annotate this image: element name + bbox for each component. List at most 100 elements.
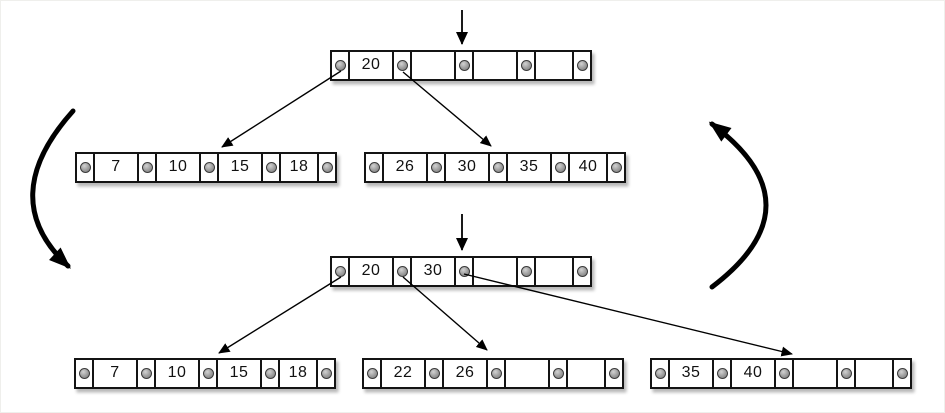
key-cell: [534, 50, 574, 81]
pointer-slot: [454, 256, 474, 287]
pointer-slot: [550, 152, 570, 183]
pointer-dot-icon: [396, 266, 408, 277]
pointer-dot-icon: [778, 368, 790, 379]
key-cell: 20: [348, 256, 394, 287]
pointer-slot: [199, 152, 219, 183]
key-cell: [854, 358, 894, 389]
child-pointer-arrow-icon: [221, 70, 342, 148]
pointer-dot-icon: [203, 162, 215, 173]
pointer-dot-icon: [78, 368, 90, 379]
pointer-slot: [486, 358, 506, 389]
child-pointer-arrow-icon: [402, 276, 488, 351]
key-cell: 15: [217, 152, 263, 183]
pointer-slot: [454, 50, 474, 81]
key-cell: 40: [730, 358, 776, 389]
pointer-slot: [362, 358, 382, 389]
pointer-dot-icon: [202, 368, 214, 379]
pointer-dot-icon: [576, 266, 588, 277]
pointer-slot: [75, 152, 95, 183]
pointer-dot-icon: [428, 368, 440, 379]
key-cell: 30: [444, 152, 490, 183]
pointer-dot-icon: [140, 368, 152, 379]
key-cell: 26: [442, 358, 488, 389]
key-cell: 7: [93, 152, 139, 183]
pointer-dot-icon: [716, 368, 728, 379]
key-cell: 35: [506, 152, 552, 183]
key-cell: 7: [92, 358, 138, 389]
key-cell: 30: [410, 256, 456, 287]
pointer-slot: [516, 50, 536, 81]
key-cell: 15: [216, 358, 262, 389]
pointer-dot-icon: [430, 162, 442, 173]
pointer-slot: [774, 358, 794, 389]
pointer-dot-icon: [265, 162, 277, 173]
pointer-dot-icon: [492, 162, 504, 173]
btree-node-after-root: 20 30: [330, 256, 592, 287]
pointer-slot: [426, 152, 446, 183]
key-cell: 20: [348, 50, 394, 81]
key-cell: [410, 50, 456, 81]
key-cell: 26: [382, 152, 428, 183]
key-cell: [504, 358, 550, 389]
pointer-slot: [136, 358, 156, 389]
btree-node-before-child-0: 7 10 15 18: [75, 152, 337, 183]
child-pointer-arrow-icon: [218, 276, 342, 354]
pointer-dot-icon: [576, 60, 588, 71]
pointer-dot-icon: [458, 266, 470, 277]
pointer-slot: [572, 256, 592, 287]
child-pointer-arrow-icon: [402, 71, 492, 147]
key-cell: 10: [155, 152, 201, 183]
pointer-dot-icon: [334, 60, 346, 71]
key-cell: 10: [154, 358, 200, 389]
pointer-dot-icon: [321, 162, 333, 173]
pointer-dot-icon: [896, 368, 908, 379]
curved-arrow-up-icon: [708, 121, 769, 290]
pointer-dot-icon: [79, 162, 91, 173]
key-cell: 18: [279, 152, 319, 183]
pointer-dot-icon: [654, 368, 666, 379]
key-cell: 18: [278, 358, 318, 389]
pointer-dot-icon: [141, 162, 153, 173]
pointer-slot: [488, 152, 508, 183]
pointer-dot-icon: [334, 266, 346, 277]
pointer-dot-icon: [610, 162, 622, 173]
pointer-slot: [606, 152, 626, 183]
pointer-slot: [836, 358, 856, 389]
btree-node-after-child-2: 35 40: [650, 358, 912, 389]
pointer-slot: [604, 358, 624, 389]
btree-node-after-child-1: 22 26: [362, 358, 624, 389]
key-cell: [792, 358, 838, 389]
pointer-slot: [260, 358, 280, 389]
pointer-slot: [317, 152, 337, 183]
key-cell: [534, 256, 574, 287]
pointer-slot: [261, 152, 281, 183]
pointer-dot-icon: [840, 368, 852, 379]
btree-node-before-root: 20: [330, 50, 592, 81]
pointer-slot: [330, 50, 350, 81]
pointer-slot: [392, 256, 412, 287]
pointer-dot-icon: [608, 368, 620, 379]
pointer-slot: [364, 152, 384, 183]
key-cell: [566, 358, 606, 389]
btree-node-after-child-0: 7 10 15 18: [74, 358, 336, 389]
pointer-slot: [316, 358, 336, 389]
pointer-slot: [424, 358, 444, 389]
pointer-slot: [548, 358, 568, 389]
btree-node-before-child-1: 26 30 35 40: [364, 152, 626, 183]
pointer-slot: [650, 358, 670, 389]
key-cell: [472, 50, 518, 81]
pointer-slot: [330, 256, 350, 287]
pointer-slot: [892, 358, 912, 389]
key-cell: 22: [380, 358, 426, 389]
pointer-dot-icon: [458, 60, 470, 71]
pointer-dot-icon: [520, 60, 532, 71]
pointer-slot: [572, 50, 592, 81]
pointer-slot: [198, 358, 218, 389]
curved-arrow-down-icon: [30, 108, 76, 269]
pointer-dot-icon: [520, 266, 532, 277]
pointer-dot-icon: [396, 60, 408, 71]
pointer-slot: [74, 358, 94, 389]
pointer-dot-icon: [490, 368, 502, 379]
pointer-dot-icon: [554, 162, 566, 173]
